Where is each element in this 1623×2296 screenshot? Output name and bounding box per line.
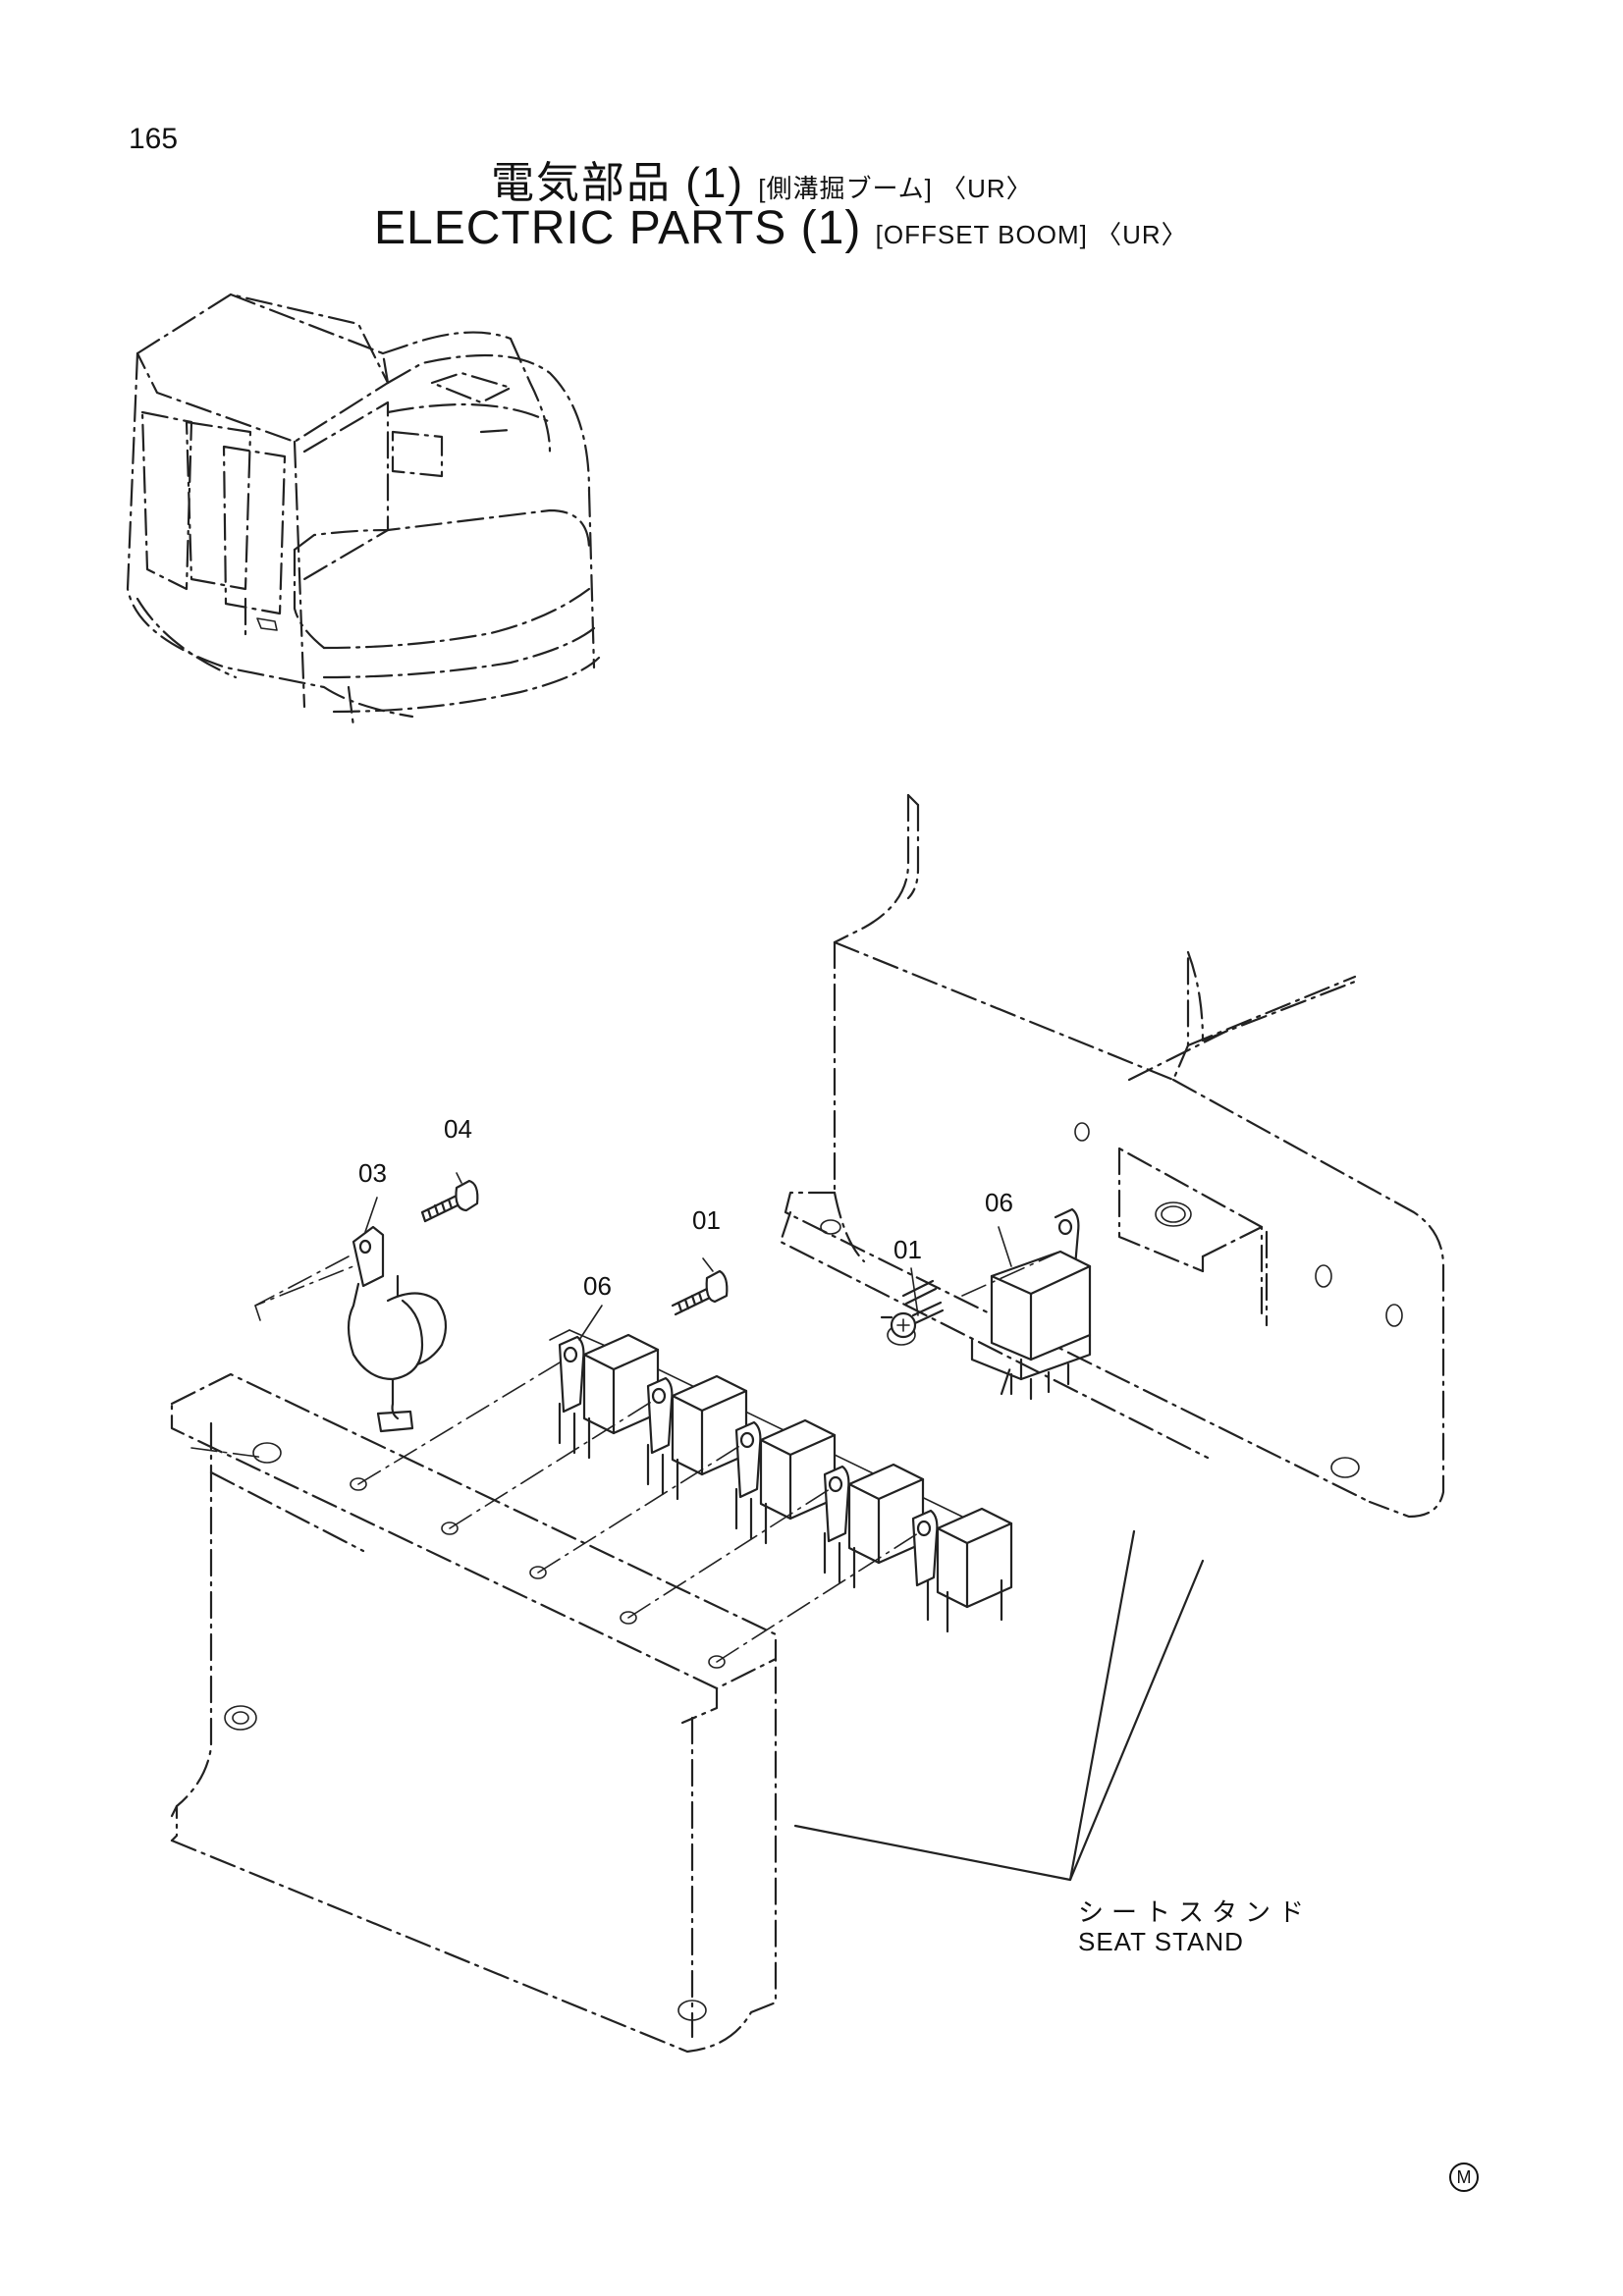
seat-stand-bracket-left bbox=[170, 1265, 778, 2054]
relay-row-leaders bbox=[357, 1359, 919, 1663]
seat-stand-bracket-right bbox=[779, 793, 1445, 1519]
machine-overview-illustration bbox=[126, 293, 601, 728]
callout-01-right: 01 bbox=[893, 1235, 922, 1264]
callout-06-right: 06 bbox=[985, 1188, 1013, 1217]
title-en-sub: [OFFSET BOOM] 〈UR〉 bbox=[875, 220, 1188, 249]
relay-unit-4 bbox=[823, 1463, 925, 1589]
page-title-en: ELECTRIC PARTS (1) [OFFSET BOOM] 〈UR〉 bbox=[374, 201, 1188, 255]
component-06-relay-row bbox=[357, 1329, 1013, 1663]
relay-unit-1 bbox=[558, 1333, 660, 1460]
page-number: 165 bbox=[129, 123, 179, 155]
seat-stand-label-en: SEAT STAND bbox=[1078, 1927, 1244, 1956]
seat-stand-label-jp: シートスタンド bbox=[1078, 1897, 1313, 1927]
component-06-relay-right bbox=[970, 1207, 1092, 1401]
callout-03: 03 bbox=[358, 1158, 387, 1188]
callout-01-left: 01 bbox=[692, 1205, 721, 1235]
leader-06-right bbox=[961, 1251, 1061, 1297]
page-title-jp: 電気部品 (1) [側溝掘ブーム] 〈UR〉 bbox=[491, 147, 1033, 210]
title-en-main: ELECTRIC PARTS (1) bbox=[374, 202, 862, 254]
callout-04: 04 bbox=[444, 1114, 472, 1144]
relay-unit-2 bbox=[646, 1374, 748, 1501]
relay-unit-3 bbox=[734, 1418, 837, 1545]
title-jp-main: 電気部品 (1) bbox=[491, 159, 744, 207]
seat-stand-leader bbox=[793, 1529, 1205, 1882]
title-jp-sub: [側溝掘ブーム] 〈UR〉 bbox=[758, 174, 1033, 203]
component-01-bolt-left bbox=[671, 1269, 729, 1316]
component-01-bolt-right bbox=[880, 1279, 945, 1339]
relay-unit-5 bbox=[911, 1507, 1013, 1633]
callout-06-left: 06 bbox=[583, 1271, 612, 1301]
component-04-bolt bbox=[420, 1179, 479, 1223]
component-03-switch bbox=[254, 1225, 448, 1433]
circled-m-mark: M bbox=[1449, 2163, 1479, 2192]
callout-leaders bbox=[364, 1172, 1012, 1341]
